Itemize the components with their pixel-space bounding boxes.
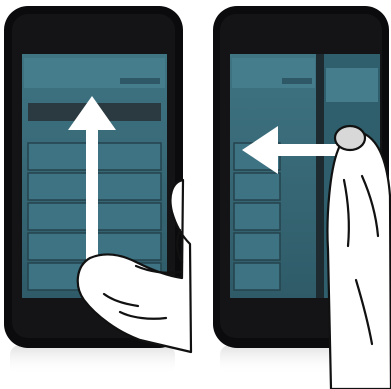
hand-icon (327, 126, 391, 389)
sliding-panel-header (326, 68, 378, 102)
sliding-panel-divider (316, 54, 324, 298)
left-header-dots (120, 78, 160, 84)
list-row (234, 263, 280, 290)
list-row (234, 233, 280, 260)
right-panel-swipe-left (213, 6, 391, 389)
list-row (234, 203, 280, 230)
left-panel-swipe-up (4, 6, 191, 375)
right-header-dots (282, 78, 312, 84)
list-row (234, 173, 280, 200)
left-phone-reflection (10, 345, 175, 375)
